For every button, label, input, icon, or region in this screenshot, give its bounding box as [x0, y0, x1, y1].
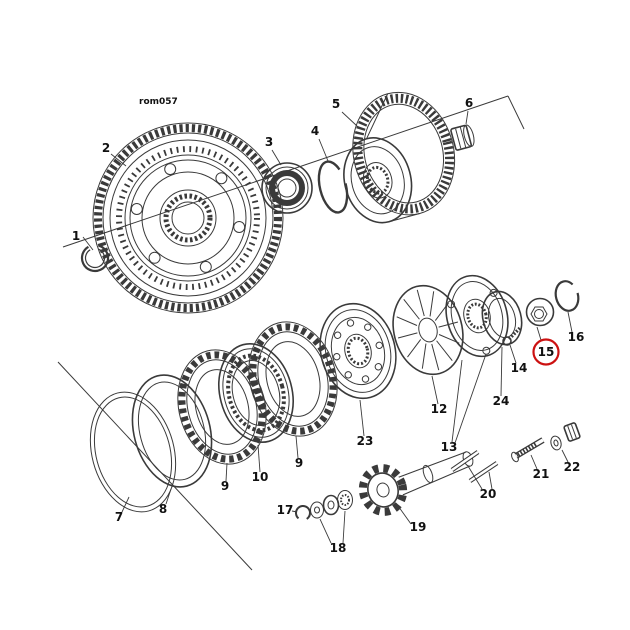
callout-leaders [82, 110, 573, 544]
part-washers-18 [310, 490, 353, 519]
part-retainer-plate-23 [319, 302, 397, 400]
part-gear-shaft-19 [358, 451, 474, 516]
part-label-9a: 9 [221, 479, 229, 493]
part-label-24: 24 [493, 394, 510, 408]
part-label-19: 19 [410, 520, 427, 534]
part-retaining-ring-1 [80, 243, 110, 273]
part-label-15: 15 [538, 345, 555, 359]
part-snap-ring-4 [317, 160, 349, 214]
part-label-7: 7 [115, 510, 123, 524]
part-label-13: 13 [441, 440, 458, 454]
part-labels: 1 2 3 4 5 6 7 8 9 10 9 23 12 13 24 14 15… [72, 96, 585, 555]
part-nut-6 [450, 124, 475, 151]
part-label-18: 18 [330, 541, 347, 555]
part-clutch-basket-2 [92, 122, 284, 314]
part-stud-21 [511, 437, 545, 463]
part-label-2: 2 [102, 141, 110, 155]
part-label-14: 14 [511, 361, 528, 375]
part-label-16: 16 [568, 330, 585, 344]
highlight-circle-15 [532, 338, 560, 366]
part-diaphragm-spring-12 [392, 284, 464, 376]
part-bearing-3 [261, 162, 313, 214]
part-pressure-plate-13 [445, 274, 509, 358]
part-label-3: 3 [265, 135, 273, 149]
part-ring-8 [131, 374, 213, 488]
part-clutch-hub-drum [343, 91, 456, 224]
part-label-22: 22 [564, 460, 581, 474]
part-ring-7 [89, 391, 177, 513]
part-label-17: 17 [277, 503, 294, 517]
part-label-12: 12 [431, 402, 448, 416]
part-friction-plate-9b [248, 321, 338, 437]
part-label-8: 8 [159, 502, 167, 516]
part-pins-20 [450, 450, 499, 483]
part-circlip-17 [295, 505, 311, 521]
part-label-4: 4 [311, 124, 319, 138]
part-adjuster-15 [525, 297, 555, 327]
part-label-6: 6 [465, 96, 473, 110]
diagram-code-label: rom057 [139, 97, 178, 107]
part-label-20: 20 [480, 487, 497, 501]
part-label-9b: 9 [295, 456, 303, 470]
part-label-21: 21 [533, 467, 550, 481]
part-snap-ring-16 [554, 280, 580, 312]
part-nut-22 [550, 422, 581, 451]
part-label-23: 23 [357, 434, 374, 448]
part-label-5: 5 [332, 97, 340, 111]
part-friction-plate-9a [177, 349, 267, 465]
part-label-10: 10 [252, 470, 269, 484]
part-label-1: 1 [72, 229, 80, 243]
